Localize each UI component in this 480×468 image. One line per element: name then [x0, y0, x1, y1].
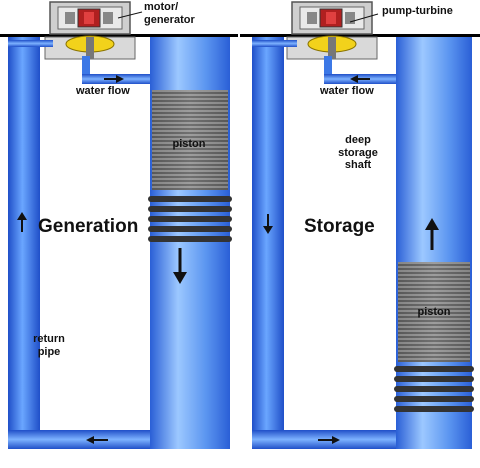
water-flow-label-left: water flow — [76, 85, 130, 97]
leader-pump-turbine — [349, 13, 379, 23]
arrow-down-return-icon — [263, 214, 273, 234]
pump-turbine-housing-icon — [291, 1, 373, 35]
piston-left — [152, 90, 228, 190]
inner-area-right — [284, 60, 396, 430]
generation-title: Generation — [38, 216, 139, 237]
arrow-flow-right-icon — [104, 75, 124, 83]
turbine-assembly-left — [44, 35, 136, 60]
motor-generator-label: motor/ generator — [144, 1, 195, 26]
motor-generator-icon — [49, 1, 131, 35]
piston-label-left: piston — [172, 138, 206, 150]
return-pipe-label: return pipe — [33, 333, 65, 358]
leader-motor-generator — [117, 11, 143, 19]
pump-turbine-label: pump-turbine — [382, 5, 453, 17]
ground-line-right — [240, 34, 480, 37]
piston-label-right: piston — [417, 306, 451, 318]
arrow-up-piston-icon — [425, 218, 439, 250]
storage-panel — [240, 1, 480, 449]
storage-title: Storage — [304, 216, 375, 237]
turbine-assembly-right — [286, 35, 378, 60]
ground-line-left — [0, 34, 238, 37]
return-pipe — [8, 37, 40, 449]
arrow-up-return-icon — [17, 212, 27, 232]
top-pipe-right — [252, 40, 297, 47]
down-pipe-right — [324, 56, 332, 84]
generation-panel — [0, 1, 238, 449]
piston-seals-left — [148, 196, 232, 242]
water-flow-label-right: water flow — [320, 85, 374, 97]
inner-area-left — [40, 60, 150, 430]
arrow-down-piston-icon — [173, 248, 187, 284]
deep-storage-shaft-label: deep storage shaft — [338, 134, 378, 172]
arrow-flow-left-icon — [350, 75, 370, 83]
arrow-bottom-right-icon — [318, 436, 340, 444]
piston-right — [398, 262, 470, 362]
piston-seals-right — [394, 366, 474, 412]
arrow-bottom-left-icon — [86, 436, 108, 444]
down-pipe-left — [82, 56, 90, 84]
return-pipe-right — [252, 37, 284, 449]
top-pipe-left — [8, 40, 53, 47]
